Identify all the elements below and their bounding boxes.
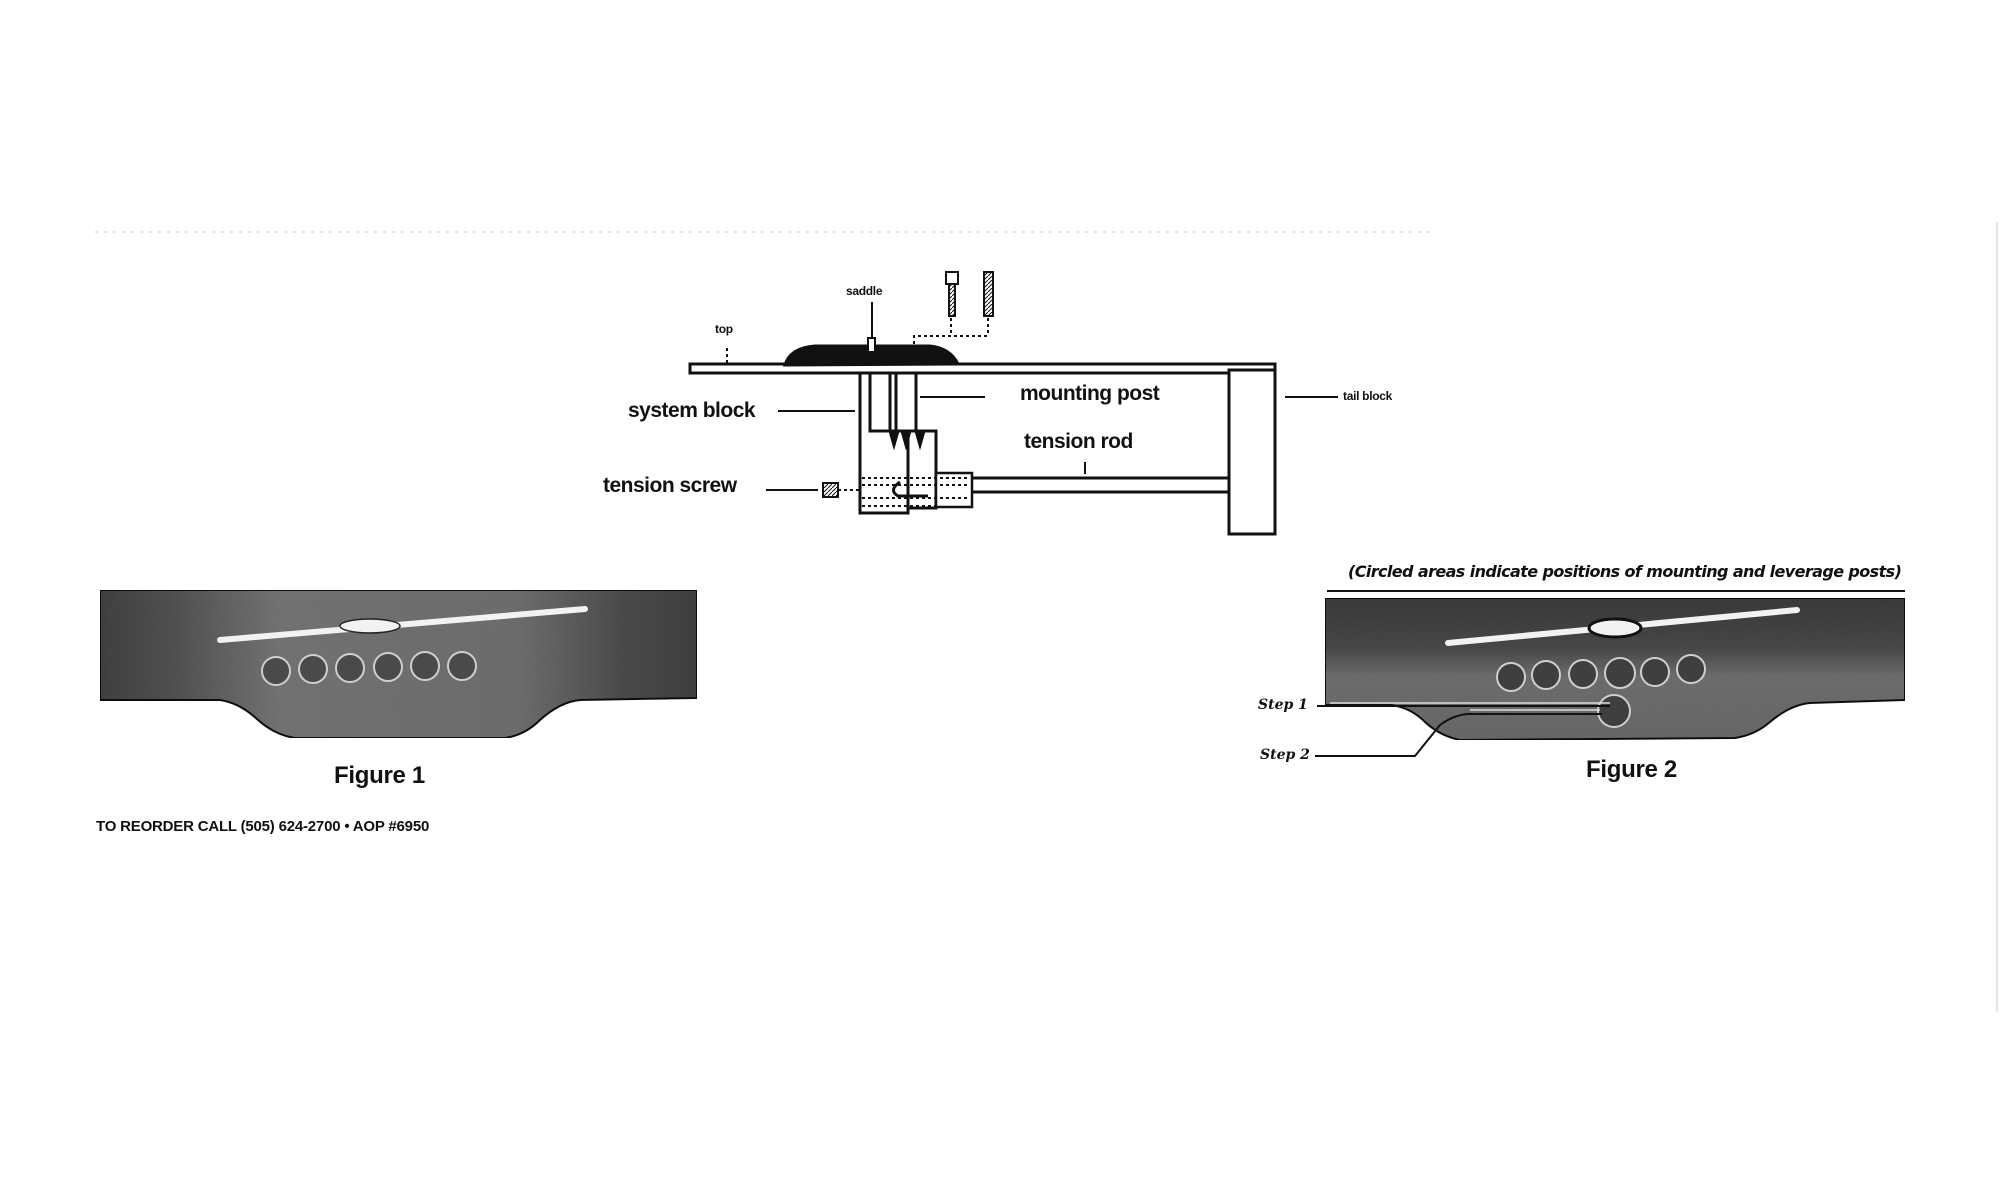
label-top: top [715, 322, 733, 336]
tension-screw [822, 482, 839, 498]
label-mounting-post: mounting post [1020, 382, 1160, 405]
label-tension-rod: tension rod [1024, 430, 1133, 453]
figure2-step2-label: Step 2 [1260, 747, 1310, 763]
figure1-caption: Figure 1 [334, 762, 425, 789]
figure2-caption: Figure 2 [1586, 756, 1677, 783]
label-system-block: system block [628, 399, 756, 422]
label-tail-block: tail block [1343, 389, 1393, 403]
reorder-text: TO REORDER CALL (505) 624-2700 • AOP #69… [96, 818, 430, 835]
figure2-note: (Circled areas indicate positions of mou… [1348, 562, 1902, 581]
scan-edge-right [1996, 222, 1998, 1012]
scan-artifact-line [95, 231, 1430, 233]
label-saddle: saddle [846, 284, 883, 298]
tail-block [1227, 368, 1277, 536]
bridge-bump [782, 344, 961, 367]
label-tension-screw: tension screw [603, 474, 737, 497]
figure2-step1-label: Step 1 [1258, 697, 1308, 713]
